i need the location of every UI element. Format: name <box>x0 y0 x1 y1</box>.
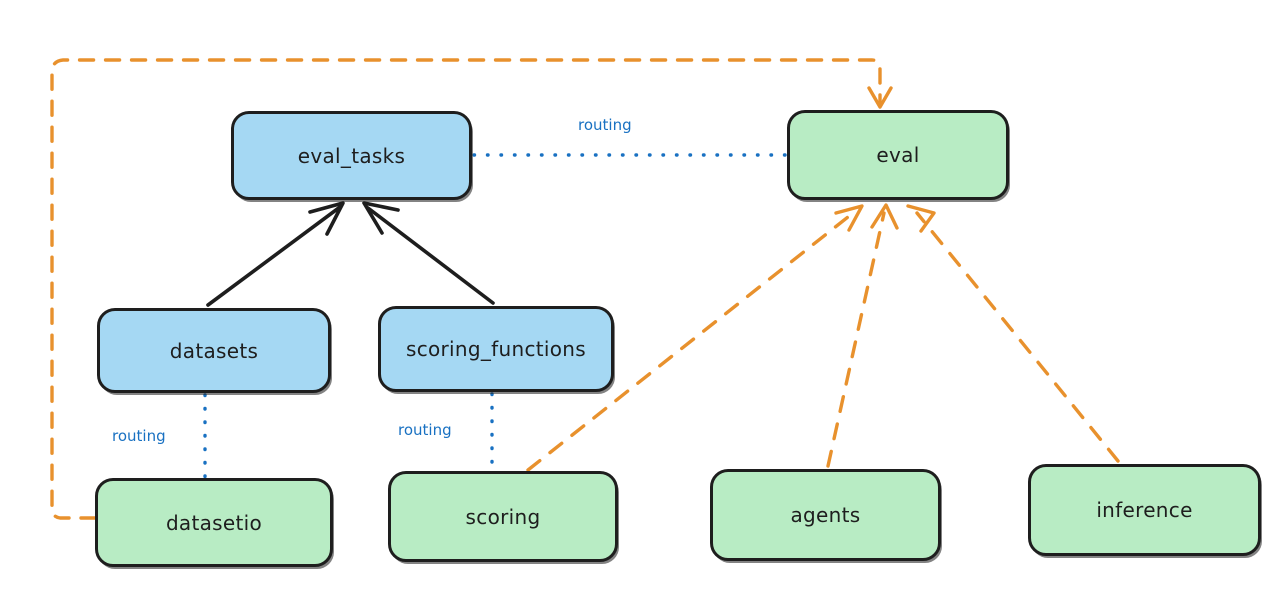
edge-inference-to-eval-arrowhead <box>906 204 936 233</box>
edge-label-routing-scoring-functions: routing <box>398 421 452 439</box>
node-label: eval_tasks <box>297 143 406 168</box>
node-scoring-functions[interactable]: scoring_functions <box>378 306 614 392</box>
edge-label-routing-eval-tasks: routing <box>578 116 632 134</box>
node-label: agents <box>790 503 861 527</box>
edge-datasetio-to-eval-arrowhead <box>867 86 893 109</box>
node-eval[interactable]: eval <box>787 110 1009 200</box>
node-agents[interactable]: agents <box>710 469 941 561</box>
edge-datasets-to-eval_tasks-arrowhead <box>308 201 345 236</box>
node-label: scoring_functions <box>405 337 587 361</box>
node-label: inference <box>1096 498 1193 522</box>
edge-scoring-to-eval-arrowhead <box>834 204 864 232</box>
node-label: scoring <box>465 504 541 529</box>
node-datasets[interactable]: datasets <box>97 308 331 393</box>
edge-scoring_functions-to-eval_tasks-arrowhead <box>362 201 400 235</box>
edge-label-routing-datasets: routing <box>112 427 166 445</box>
node-label: datasets <box>169 338 259 363</box>
node-inference[interactable]: inference <box>1028 464 1261 556</box>
node-scoring[interactable]: scoring <box>388 471 618 562</box>
node-eval-tasks[interactable]: eval_tasks <box>231 111 472 200</box>
edge-agents-to-eval <box>826 211 886 468</box>
edge-inference-to-eval <box>915 211 1120 463</box>
edge-scoring_functions-to-eval_tasks <box>366 206 495 305</box>
edge-agents-to-eval-arrowhead <box>870 203 899 230</box>
node-label: eval <box>876 143 920 167</box>
node-label: datasetio <box>165 510 263 535</box>
node-datasetio[interactable]: datasetio <box>95 478 333 567</box>
edge-datasets-to-eval_tasks <box>206 205 342 307</box>
